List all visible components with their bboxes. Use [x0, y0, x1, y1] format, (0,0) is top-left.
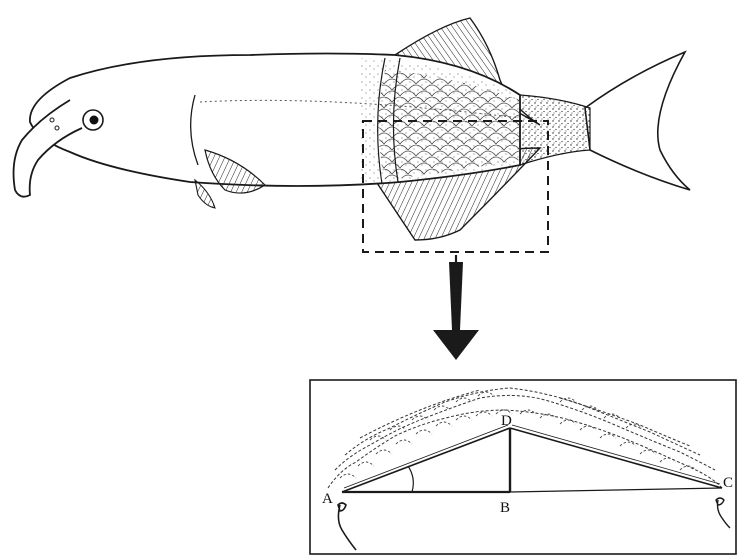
point-label-d: D	[501, 413, 512, 429]
fish-illustration	[14, 18, 690, 240]
scale-inset: A B C D	[310, 380, 736, 554]
inset-frame	[310, 380, 736, 554]
zoom-arrow	[433, 255, 479, 360]
point-label-c: C	[723, 475, 733, 491]
caudal-fin	[585, 52, 690, 190]
point-label-b: B	[500, 500, 510, 516]
point-label-a: A	[322, 491, 333, 507]
fish-eye-pupil	[90, 116, 99, 125]
